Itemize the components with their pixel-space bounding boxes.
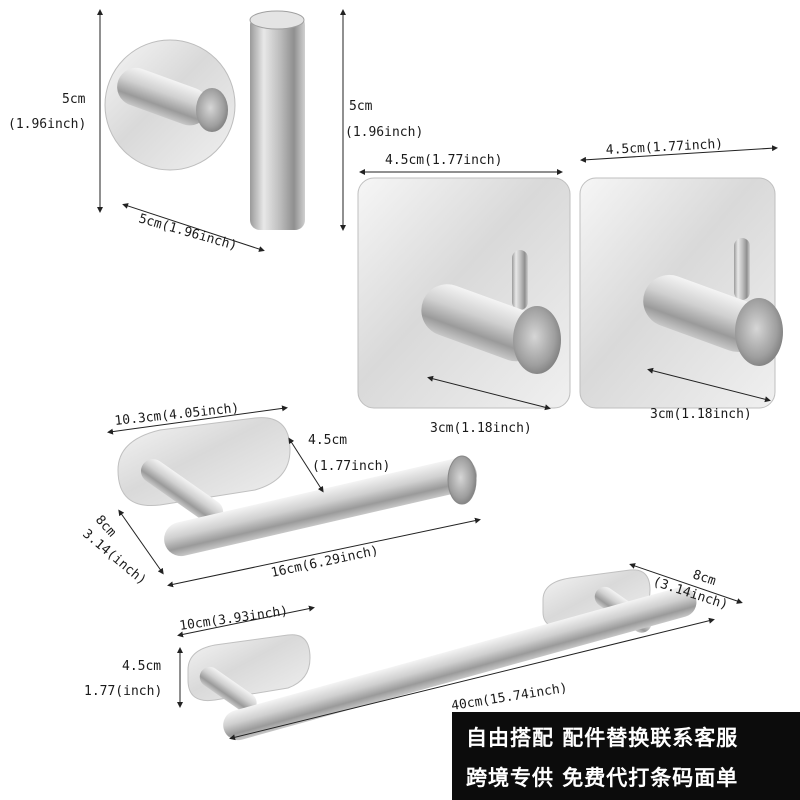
towel-bar-length-label: 40cm(15.74inch) — [450, 681, 568, 714]
paper-holder-plate-arrow — [107, 405, 288, 435]
post-height-inch-label: (1.96inch) — [345, 125, 423, 140]
square-hook-b — [579, 177, 783, 409]
towel-bar-height-inch-label: 1.77(inch) — [84, 684, 162, 699]
round-wall-hook — [104, 39, 236, 171]
post-hook — [249, 10, 305, 230]
square-hook-a-depth-label: 3cm(1.18inch) — [430, 421, 532, 436]
promo-line-2: 跨境专供 免费代打条码面单 — [466, 766, 739, 790]
square-hook-a-depth-arrow — [427, 375, 551, 411]
towel-bar-length-arrow — [229, 617, 715, 741]
paper-holder-height-label: 4.5cm — [308, 433, 347, 448]
round-hook-width-label: 5cm(1.96inch) — [137, 211, 239, 253]
paper-holder-depth-inch-label: 3.14(inch) — [79, 527, 149, 589]
paper-holder-height-arrow — [288, 437, 324, 493]
square-hook-b-width-arrow — [580, 145, 778, 163]
round-hook-width-arrow — [122, 203, 265, 252]
promo-line-1: 自由搭配 配件替换联系客服 — [466, 726, 739, 750]
paper-holder-depth-arrow — [118, 509, 164, 575]
paper-holder-bar-arrow — [167, 517, 481, 588]
square-hook-b-width-label: 4.5cm(1.77inch) — [605, 137, 723, 158]
round-hook-height-inch-label: (1.96inch) — [8, 117, 86, 132]
towel-bar-depth-arrow — [629, 563, 743, 604]
paper-holder-bar-label: 16cm(6.29inch) — [270, 543, 380, 580]
square-hook-a-width-label: 4.5cm(1.77inch) — [385, 153, 502, 168]
square-hook-b-depth-label: 3cm(1.18inch) — [650, 407, 752, 422]
toilet-paper-holder — [117, 417, 477, 557]
promo-banner: 自由搭配 配件替换联系客服 跨境专供 免费代打条码面单 — [452, 712, 800, 800]
towel-bar-depth-label: 8cm — [691, 568, 718, 590]
square-hook-b-depth-arrow — [647, 367, 771, 403]
post-height-label: 5cm — [349, 99, 373, 114]
towel-bar-height-label: 4.5cm — [122, 659, 161, 674]
round-hook-height-label: 5cm — [62, 92, 86, 107]
towel-bar-plate-label: 10cm(3.93inch) — [178, 604, 289, 634]
paper-holder-height-inch-label: (1.77inch) — [312, 459, 390, 474]
square-hook-a — [357, 177, 571, 409]
